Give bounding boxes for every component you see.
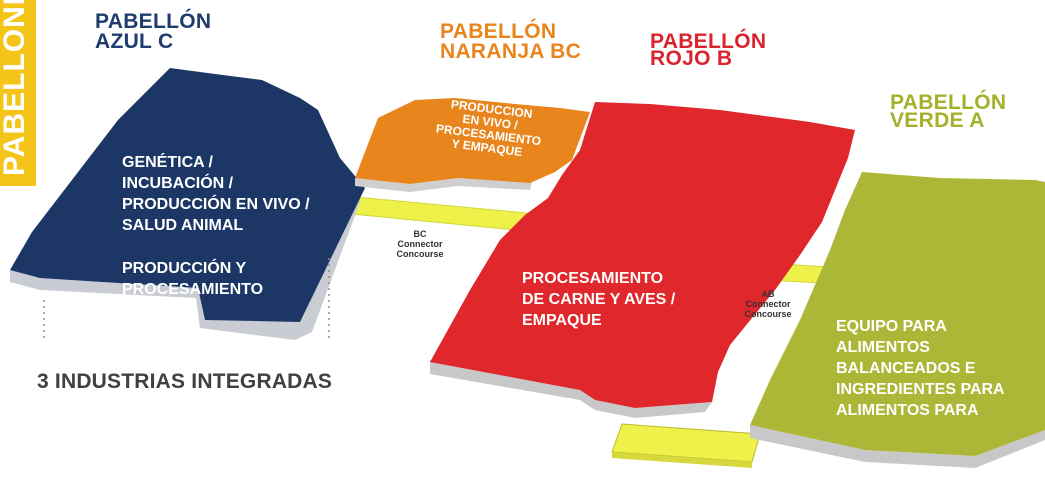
rojo-hall-categories: PROCESAMIENTO DE CARNE Y AVES / EMPAQUE: [522, 268, 712, 331]
rojo-title-line1: PABELLÓN: [650, 30, 767, 53]
verde-hall[interactable]: [750, 172, 1045, 456]
verde-line: BALANCEADOS E: [836, 360, 976, 377]
rojo-line: DE CARNE Y AVES /: [522, 291, 676, 308]
bc-connector-word: Connector: [397, 239, 443, 249]
naranja-title-line1: PABELLÓN: [440, 20, 557, 43]
ab-connector-word: Connector: [745, 299, 791, 309]
azul-line: PRODUCCIÓN Y: [122, 260, 247, 277]
azul-line: PROCESAMIENTO: [122, 281, 264, 298]
ab-connector-label: AB Connector Concourse: [733, 289, 803, 319]
tagline: 3 INDUSTRIAS INTEGRADAS: [37, 370, 333, 393]
rojo-hall-title: PABELLÓN ROJO B: [650, 30, 767, 70]
naranja-hall-title: PABELLÓN NARANJA BC: [440, 20, 582, 63]
azul-line: GENÉTICA /: [122, 154, 213, 171]
ab-concourse-word: Concourse: [744, 309, 792, 319]
bc-concourse-word: Concourse: [396, 249, 444, 259]
verde-line: ALIMENTOS: [836, 339, 930, 356]
naranja-title-line2: NARANJA BC: [440, 40, 582, 63]
azul-line: PRODUCCIÓN EN VIVO /: [122, 196, 310, 213]
azul-title-line1: PABELLÓN: [95, 10, 212, 33]
naranja-hall-side: [355, 178, 532, 192]
naranja-hall[interactable]: [355, 98, 590, 184]
azul-hall[interactable]: [10, 68, 365, 322]
verde-hall-title: PABELLÓN VERDE A: [890, 91, 1007, 132]
loading-dock-side: [612, 452, 752, 468]
bc-connector-label: BC Connector Concourse: [385, 229, 455, 259]
rojo-line: EMPAQUE: [522, 312, 602, 329]
verde-title-line1: PABELLÓN: [890, 91, 1007, 114]
azul-hall-categories: GENÉTICA / INCUBACIÓN / PRODUCCIÓN EN VI…: [122, 152, 352, 236]
rojo-line: PROCESAMIENTO: [522, 270, 664, 287]
verde-line: INGREDIENTES PARA: [836, 381, 1005, 398]
azul-line: SALUD ANIMAL: [122, 217, 244, 234]
azul-line: INCUBACIÓN /: [122, 175, 234, 192]
azul-hall-title: PABELLÓN AZUL C: [95, 10, 212, 53]
verde-hall-side: [750, 425, 1045, 468]
verde-line: EQUIPO PARA: [836, 318, 947, 335]
side-banner: 4 PABELLONES: [0, 0, 36, 186]
ab-code: AB: [761, 289, 775, 299]
rojo-hall[interactable]: [430, 102, 855, 408]
verde-line: ALIMENTOS PARA: [836, 402, 979, 419]
azul-title-line2: AZUL C: [95, 30, 174, 53]
bc-code: BC: [413, 229, 427, 239]
azul-hall-categories-2: PRODUCCIÓN Y PROCESAMIENTO: [122, 258, 290, 300]
verde-hall-categories: EQUIPO PARA ALIMENTOS BALANCEADOS E INGR…: [836, 316, 1016, 421]
rojo-title-line2: ROJO B: [650, 47, 733, 70]
verde-title-line2: VERDE A: [890, 109, 985, 132]
